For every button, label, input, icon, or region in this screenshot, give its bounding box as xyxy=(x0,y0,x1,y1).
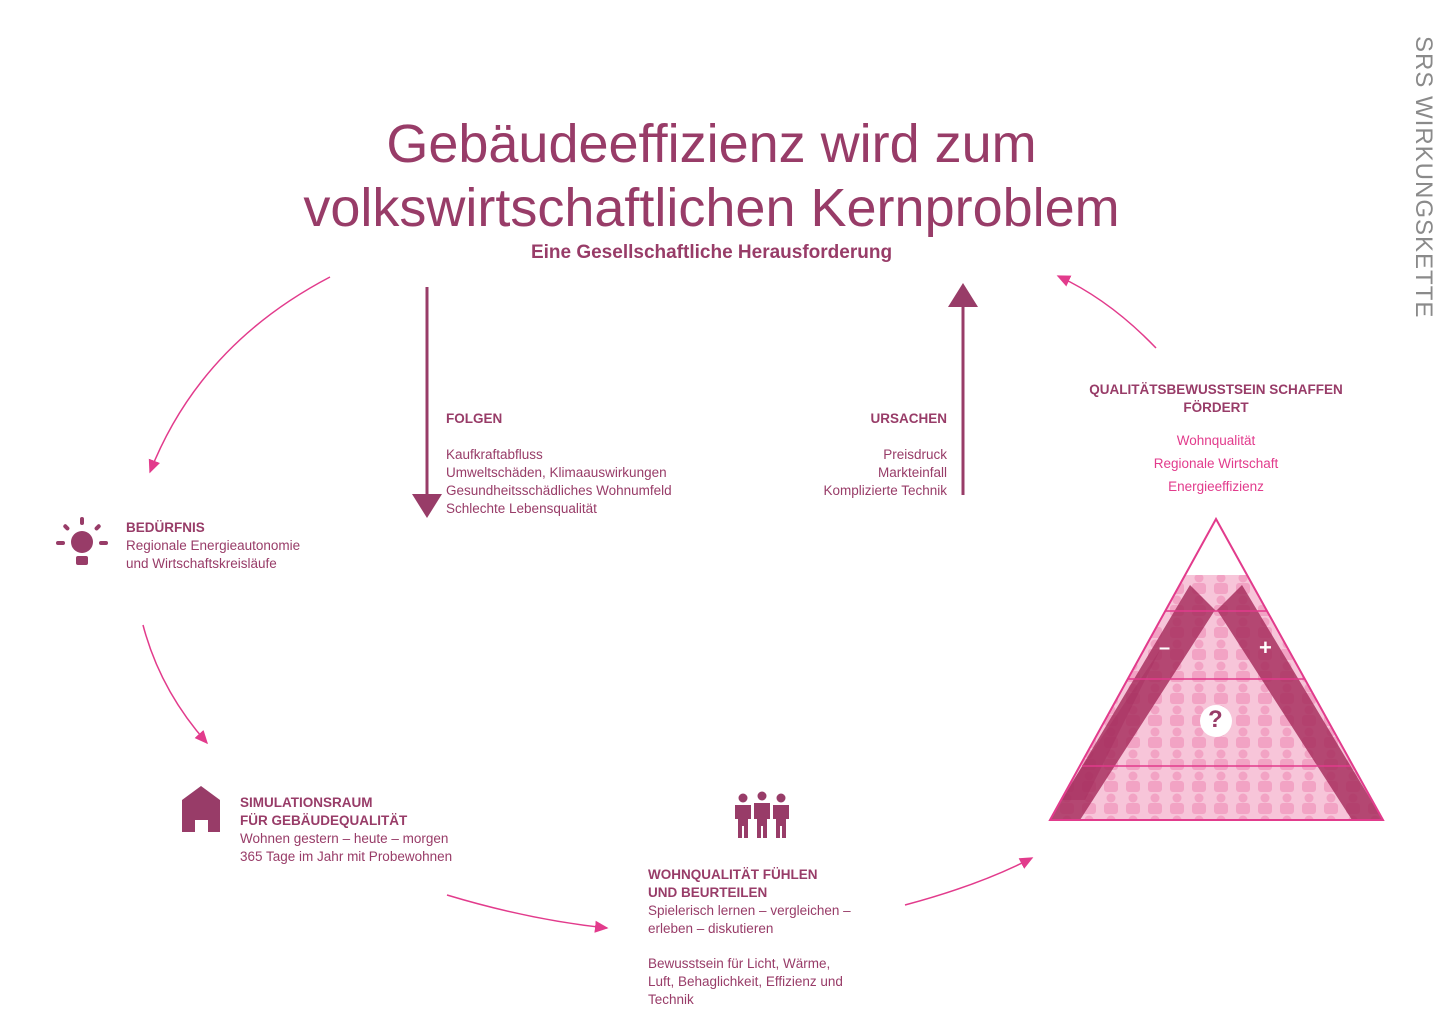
folgen-block: FOLGEN Kaufkraftabfluss Umweltschäden, K… xyxy=(446,410,672,518)
ursachen-item: Preisdruck xyxy=(883,447,947,462)
ursachen-item: Komplizierte Technik xyxy=(823,483,947,498)
ursachen-item: Markteinfall xyxy=(877,465,947,480)
wohnqualitaet-heading: WOHNQUALITÄT FÜHLEN xyxy=(648,867,818,882)
qualitaet-item: Wohnqualität xyxy=(1176,433,1256,448)
wohnqualitaet-heading: UND BEURTEILEN xyxy=(648,885,768,900)
wohnqualitaet-line: Spielerisch lernen – vergleichen – xyxy=(648,903,851,918)
folgen-item: Schlechte Lebensqualität xyxy=(446,501,597,516)
ursachen-block: URSACHEN Preisdruck Markteinfall Kompliz… xyxy=(823,410,947,500)
beduerfnis-block: BEDÜRFNIS Regionale Energieautonomie und… xyxy=(126,519,300,573)
qualitaet-item: Energieeffizienz xyxy=(1168,479,1264,494)
title-line-2: volkswirtschaftlichen Kernproblem xyxy=(303,178,1120,238)
pyramid-minus: – xyxy=(1159,637,1171,659)
beduerfnis-line: Regionale Energieautonomie xyxy=(126,538,301,553)
wohnqualitaet-line: erleben – diskutieren xyxy=(648,921,774,936)
simulation-heading: FÜR GEBÄUDEQUALITÄT xyxy=(240,813,408,828)
folgen-item: Gesundheitsschädliches Wohnumfeld xyxy=(446,483,672,498)
people-icon xyxy=(735,791,789,838)
lightbulb-icon xyxy=(56,517,108,565)
arrow-bottom-right xyxy=(904,857,1034,906)
qualitaet-block: QUALITÄTSBEWUSSTSEIN SCHAFFEN FÖRDERT Wo… xyxy=(1066,381,1366,498)
subtitle: Eine Gesellschaftliche Herausforderung xyxy=(530,242,893,263)
qualitaet-heading: FÖRDERT xyxy=(1183,400,1249,415)
simulation-line: 365 Tage im Jahr mit Probewohnen xyxy=(240,849,453,864)
wohnqualitaet-line: Bewusstsein für Licht, Wärme, xyxy=(648,956,831,971)
title-line-1: Gebäudeeffizienz wird zum xyxy=(386,114,1037,174)
arrow-left xyxy=(142,624,208,745)
arrow-bottom xyxy=(446,894,609,933)
arrow-top-left xyxy=(148,276,331,474)
qualitaet-heading: QUALITÄTSBEWUSSTSEIN SCHAFFEN xyxy=(1089,382,1343,397)
pyramid-plus: + xyxy=(1259,635,1272,660)
page-title: Gebäudeeffizienz wird zum volkswirtschaf… xyxy=(0,112,1423,240)
arrow-right-up xyxy=(1056,275,1157,349)
side-label: SRS WIRKUNGSKETTE xyxy=(1410,36,1437,319)
simulation-line: Wohnen gestern – heute – morgen xyxy=(240,831,449,846)
wohnqualitaet-line: Luft, Behaglichkeit, Effizienz und xyxy=(648,974,843,989)
folgen-item: Kaufkraftabfluss xyxy=(446,447,543,462)
simulation-heading: SIMULATIONSRAUM xyxy=(240,795,373,810)
wohnqualitaet-block: WOHNQUALITÄT FÜHLEN UND BEURTEILEN Spiel… xyxy=(648,866,851,1009)
folgen-item: Umweltschäden, Klimaauswirkungen xyxy=(446,465,667,480)
simulation-block: SIMULATIONSRAUM FÜR GEBÄUDEQUALITÄT Wohn… xyxy=(240,794,452,866)
folgen-heading: FOLGEN xyxy=(446,411,503,426)
beduerfnis-line: und Wirtschaftskreisläufe xyxy=(126,556,277,571)
pyramid-question: ? xyxy=(1208,706,1223,733)
wohnqualitaet-line: Technik xyxy=(648,992,694,1007)
house-icon xyxy=(182,786,220,832)
qualitaet-item: Regionale Wirtschaft xyxy=(1153,456,1279,471)
ursachen-heading: URSACHEN xyxy=(870,411,947,426)
beduerfnis-heading: BEDÜRFNIS xyxy=(126,520,205,535)
pyramid-graphic xyxy=(1048,516,1385,821)
